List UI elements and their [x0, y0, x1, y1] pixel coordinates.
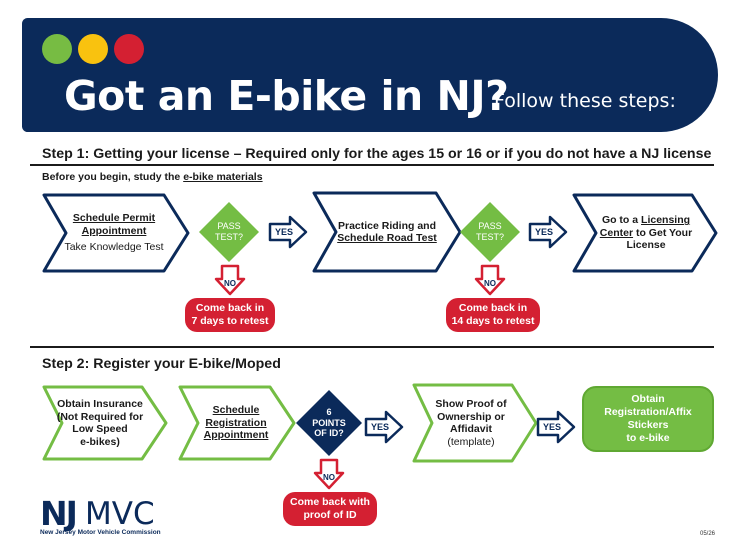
licensing-center-chevron: [572, 193, 718, 273]
schedule-permit-line2[interactable]: Appointment: [81, 224, 147, 237]
yes-label-4: YES: [542, 422, 561, 432]
points-line2: POINTS: [312, 417, 346, 428]
yes-label-3: YES: [370, 422, 389, 432]
proof-of-ownership-chevron: [412, 383, 538, 463]
red-light-dot: [114, 34, 144, 64]
proof-line1: Come back with: [290, 496, 370, 508]
points-of-id-diamond: [296, 390, 362, 456]
to-get-your-text: to Get Your: [633, 226, 693, 239]
njmvc-logo-nj: NJ: [40, 494, 78, 533]
proof-of-id-pill: Come back with proof of ID: [283, 492, 377, 526]
obtain-insurance-node: Obtain Insurance (Not Required for Low S…: [52, 390, 148, 456]
step2-heading: Step 2: Register your E-bike/Moped: [42, 356, 281, 372]
insurance-line3: Low Speed: [72, 423, 128, 435]
points-line1: 6: [326, 407, 332, 418]
licensing-line2: Center to Get Your: [600, 227, 692, 240]
registration-line3[interactable]: Appointment: [203, 429, 269, 442]
registration-line1[interactable]: Schedule: [212, 404, 260, 417]
center-link[interactable]: Center: [599, 226, 634, 239]
go-to-a-text: Go to a: [601, 214, 642, 227]
retest-1-line1: Come back in: [195, 302, 265, 314]
practice-riding-node: Practice Riding and Schedule Road Test: [328, 196, 446, 268]
ownership-line2: Ownership or: [437, 410, 505, 423]
retest-1-line2: 7 days to retest: [191, 315, 269, 327]
schedule-registration-chevron: [178, 385, 296, 461]
page-title: Got an E-bike in NJ?: [64, 72, 509, 120]
pass-test-label-2: PASS TEST?: [466, 214, 514, 250]
page-subtitle: Follow these steps:: [494, 90, 676, 112]
yes-arrow-4: [536, 410, 576, 444]
no-label-2: NO: [484, 279, 496, 288]
yes-arrow-1: [268, 215, 308, 249]
schedule-registration-node: Schedule Registration Appointment: [194, 390, 278, 456]
ownership-line1: Show Proof of: [435, 398, 507, 410]
take-knowledge-test-text: Take Knowledge Test: [64, 241, 164, 254]
retest-2-line2: 14 days to retest: [451, 315, 535, 327]
before-you-begin-note: Before you begin, study the e-bike mater…: [42, 171, 263, 183]
schedule-permit-node: Schedule Permit Appointment Take Knowled…: [64, 196, 164, 270]
schedule-permit-line1[interactable]: Schedule Permit: [72, 212, 156, 225]
no-arrow-3: [313, 458, 345, 490]
njmvc-logo-mvc: MVC: [85, 496, 155, 532]
licensing-link[interactable]: Licensing: [641, 214, 691, 227]
final-line1: Obtain: [631, 393, 665, 405]
green-light-dot: [42, 34, 72, 64]
final-line3: to e-bike: [626, 432, 670, 444]
before-you-begin-text: Before you begin, study the: [42, 171, 184, 183]
final-line2: Registration/Affix Stickers: [604, 406, 692, 431]
schedule-road-test-link[interactable]: Schedule Road Test: [337, 232, 437, 244]
obtain-insurance-chevron: [42, 385, 168, 461]
proof-of-ownership-node: Show Proof of Ownership or Affidavit (te…: [426, 390, 516, 456]
yes-label-2: YES: [534, 227, 553, 237]
pass-test-diamond-1: [199, 202, 259, 262]
licensing-line1: Go to a Licensing: [602, 214, 690, 227]
revision-date: 05/26: [700, 531, 716, 537]
obtain-registration-box: Obtain Registration/Affix Stickers to e-…: [582, 386, 714, 452]
no-label-1: NO: [224, 279, 236, 288]
retest-14-days-pill: Come back in 14 days to retest: [446, 298, 540, 332]
final-text: Obtain Registration/Affix Stickers to e-…: [584, 393, 712, 445]
insurance-line4: e-bikes): [80, 435, 120, 448]
points-of-id-label: 6 POINTS OF ID?: [304, 404, 354, 442]
step1-divider: [30, 164, 714, 166]
njmvc-logo-caption: New Jersey Motor Vehicle Commission: [40, 529, 161, 536]
practice-riding-chevron: [312, 191, 462, 273]
pass-test-label-1: PASS TEST?: [205, 214, 253, 250]
pass-test-1-line2: TEST?: [214, 232, 243, 242]
insurance-line2: (Not Required for: [56, 410, 144, 423]
step2-divider: [30, 346, 714, 348]
ebike-materials-link[interactable]: e-bike materials: [183, 171, 263, 183]
licensing-line3: License: [626, 239, 666, 252]
points-line3: OF ID?: [314, 428, 344, 439]
yes-arrow-2: [528, 215, 568, 249]
no-arrow-1: [214, 264, 246, 296]
schedule-permit-chevron: [42, 193, 190, 273]
retest-7-days-pill: Come back in 7 days to retest: [185, 298, 275, 332]
no-arrow-2: [474, 264, 506, 296]
proof-line2: proof of ID: [303, 509, 357, 521]
pass-test-2-line2: TEST?: [475, 232, 504, 242]
practice-riding-line1: Practice Riding and: [337, 219, 437, 232]
pass-test-1-line1: PASS: [217, 221, 241, 231]
pass-test-2-line1: PASS: [478, 221, 502, 231]
licensing-center-node: Go to a Licensing Center to Get Your Lic…: [592, 196, 700, 270]
yes-arrow-3: [364, 410, 404, 444]
pass-test-diamond-2: [460, 202, 520, 262]
step1-heading: Step 1: Getting your license – Required …: [42, 146, 712, 162]
no-label-3: NO: [323, 473, 335, 482]
registration-line2[interactable]: Registration: [205, 416, 267, 429]
insurance-line1: Obtain Insurance: [57, 398, 143, 410]
template-link[interactable]: (template): [447, 435, 495, 448]
ownership-line3: Affidavit: [450, 423, 492, 435]
yes-label-1: YES: [274, 227, 293, 237]
retest-2-line1: Come back in: [458, 302, 528, 314]
yellow-light-dot: [78, 34, 108, 64]
